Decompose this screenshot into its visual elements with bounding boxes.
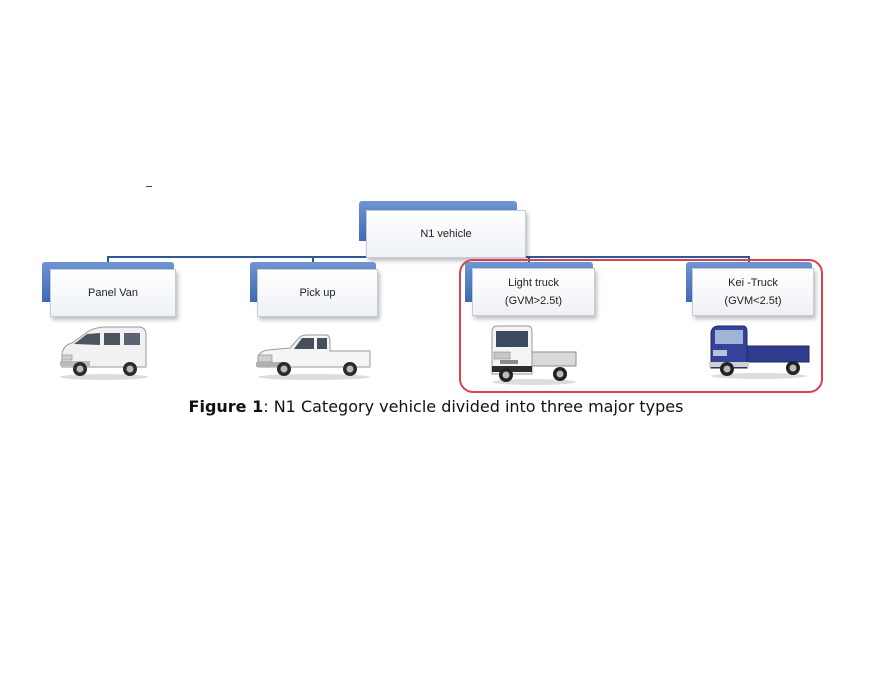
kei-truck-image	[709, 325, 810, 379]
node-label: Kei -Truck	[728, 277, 778, 289]
connector-panel-van	[107, 256, 109, 266]
node-label: Light truck	[508, 277, 559, 289]
figure-caption: Figure 1: N1 Category vehicle divided in…	[0, 397, 872, 416]
node-label: Panel Van	[88, 287, 138, 299]
node-label: Pick up	[299, 287, 336, 299]
connector-pickup	[312, 256, 314, 266]
node-sublabel: (GVM<2.5t)	[724, 295, 782, 307]
highlight-frame	[459, 259, 823, 393]
light-truck-image	[491, 325, 577, 385]
caption-prefix: Figure 1	[188, 397, 264, 416]
connector-light-truck	[528, 256, 530, 266]
node-sublabel: (GVM>2.5t)	[504, 295, 563, 307]
stray-mark	[146, 186, 152, 187]
node-label: N1 vehicle	[420, 228, 472, 240]
connector-kei-truck	[748, 256, 750, 266]
panel-van-image	[60, 326, 148, 380]
caption-text: : N1 Category vehicle divided into three…	[263, 397, 684, 416]
pickup-truck-image	[256, 334, 371, 380]
